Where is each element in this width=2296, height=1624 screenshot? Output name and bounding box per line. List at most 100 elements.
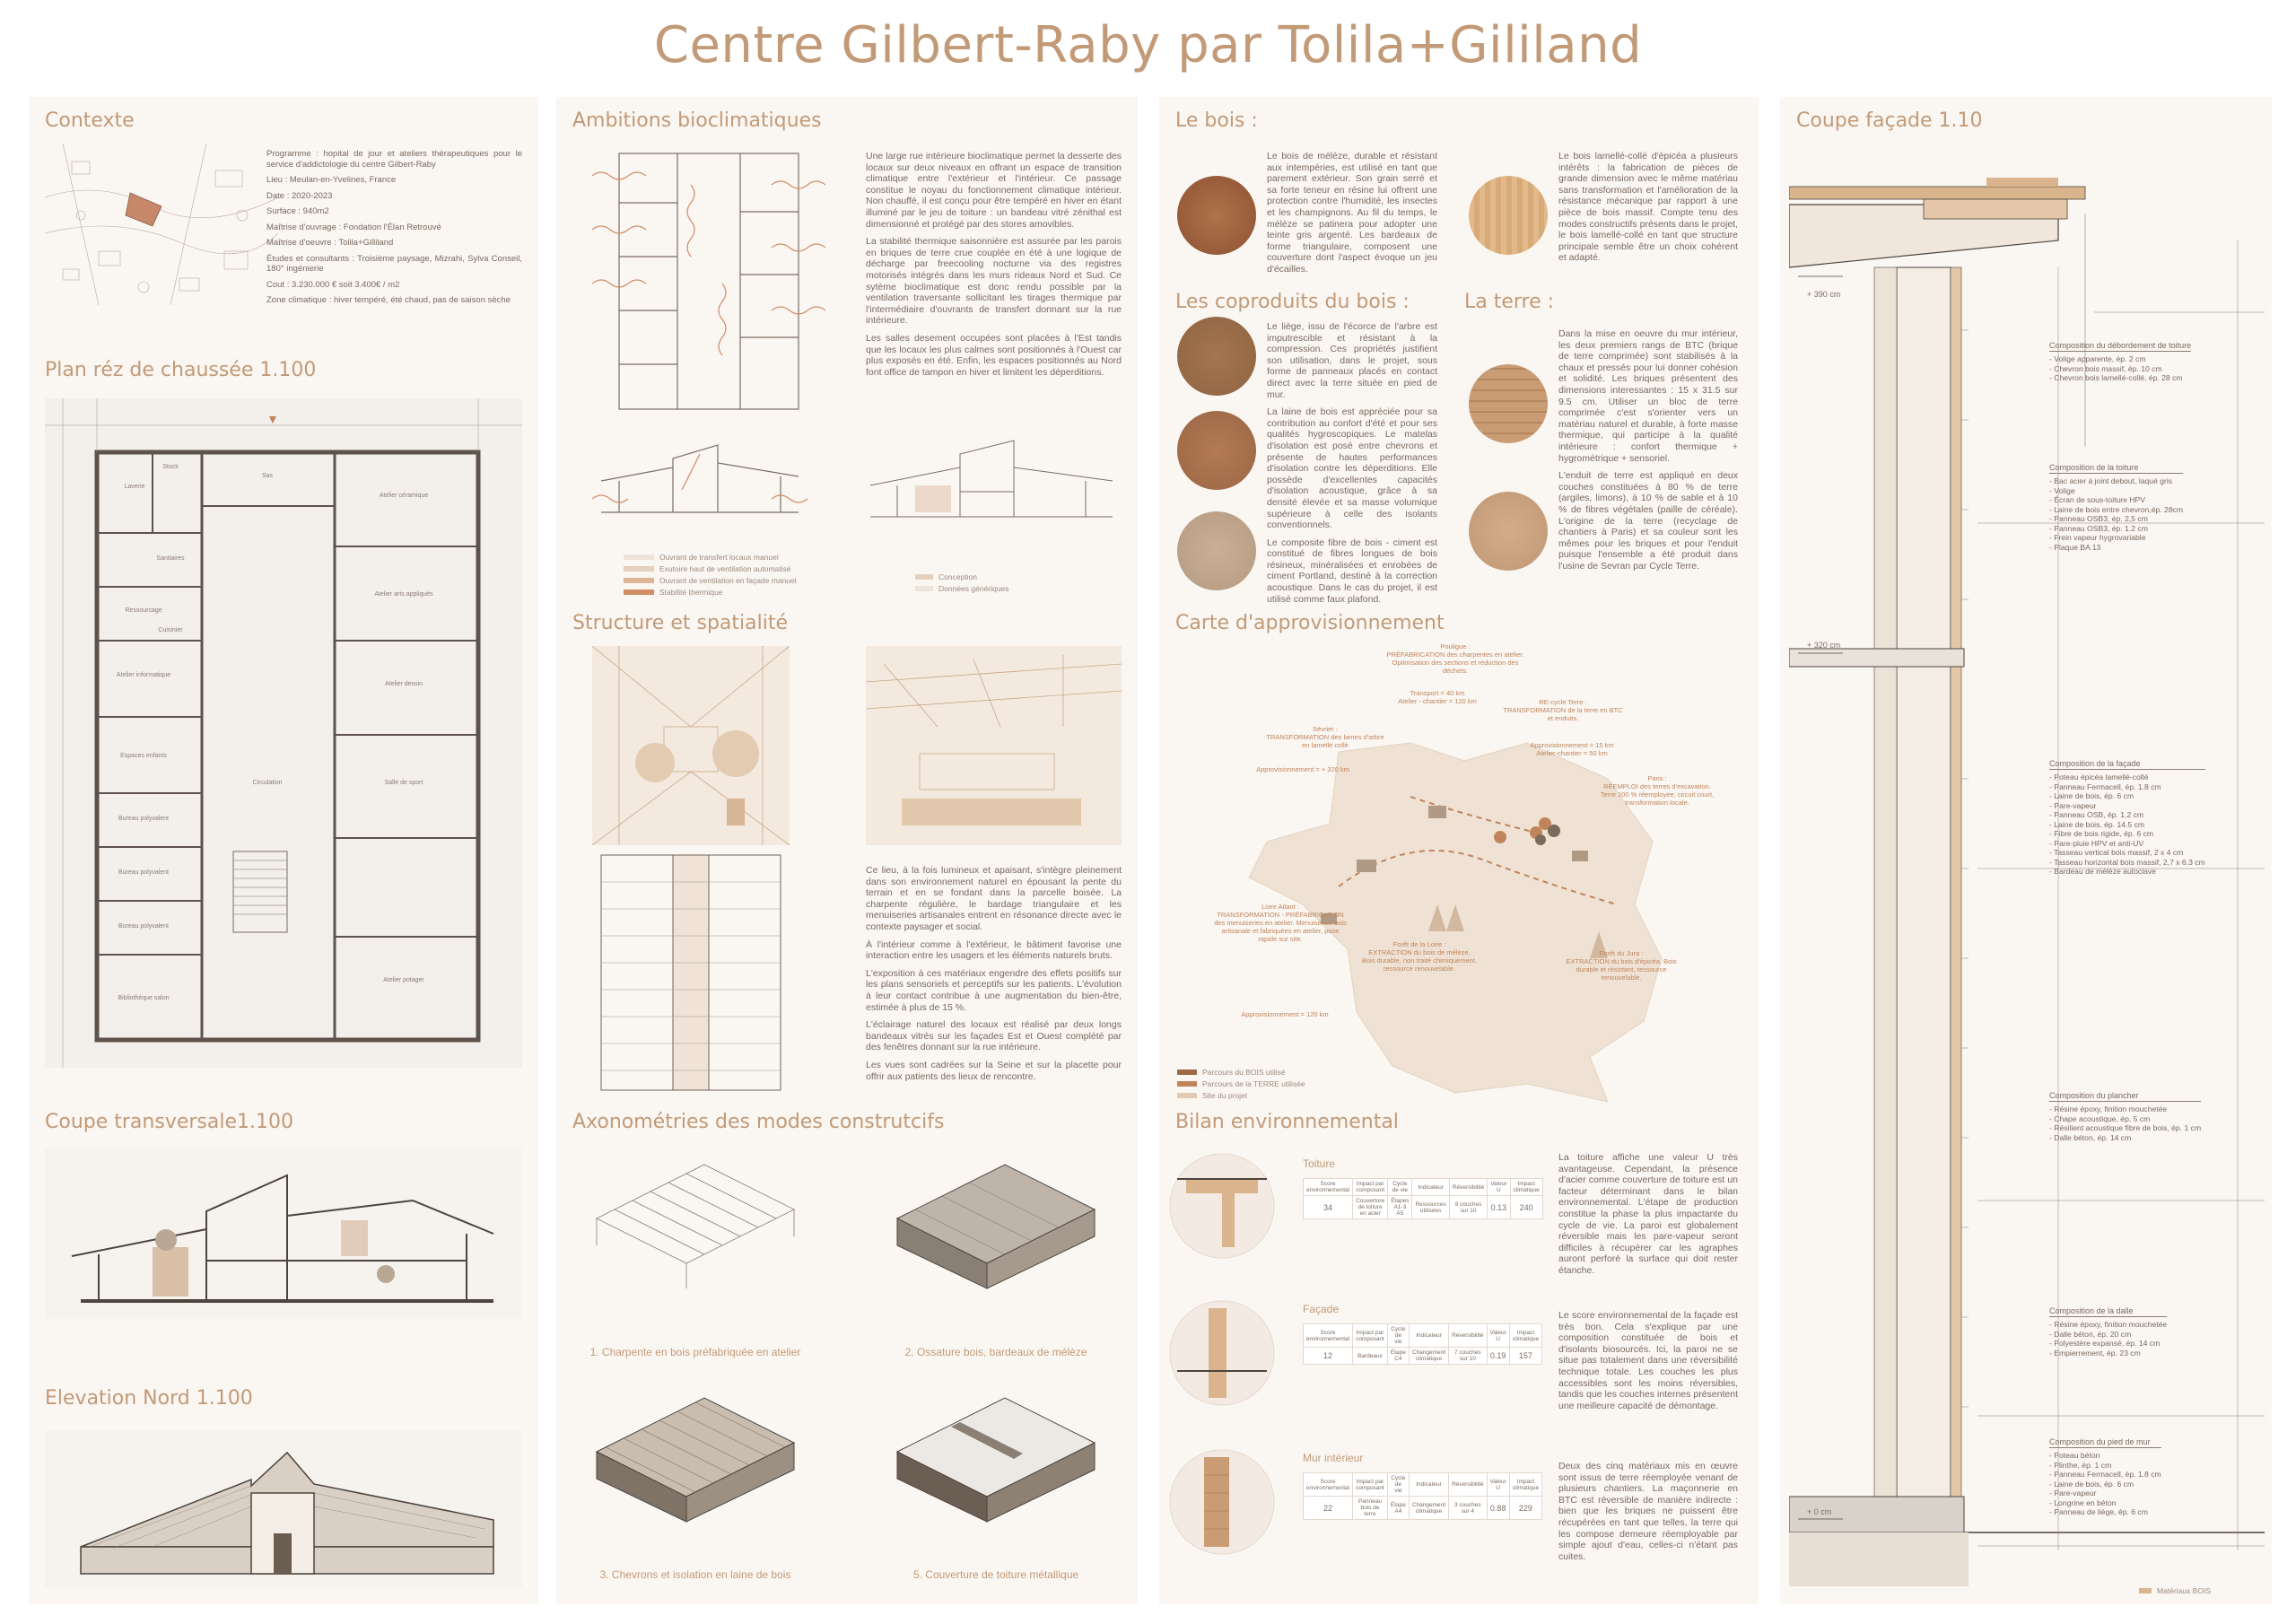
bois-left-text: Le bois de mélèze, durable et résistant … bbox=[1267, 151, 1437, 275]
ambitions-text: Une large rue intérieure bioclimatique p… bbox=[866, 151, 1122, 384]
cell: Étapes A1-3 A5 bbox=[1387, 1195, 1413, 1219]
composition-pied-de-mur: Composition du pied de mur - Poteau béto… bbox=[2049, 1437, 2161, 1517]
composition-item: - Pare-vapeur bbox=[2049, 1489, 2097, 1497]
cell-score: 34 bbox=[1302, 1195, 1354, 1219]
bilan-mur-detail bbox=[1169, 1449, 1275, 1555]
cell-score: 22 bbox=[1302, 1496, 1354, 1520]
th-reversibilite: Réversibilité bbox=[1448, 1178, 1488, 1196]
legend-item: Parcours de la TERRE utilisée bbox=[1177, 1079, 1305, 1088]
composition-item: - Panneau Fermacell, ép. 1.8 cm bbox=[2049, 781, 2161, 791]
bilan-toiture-detail bbox=[1169, 1153, 1275, 1259]
legend-item: Stabilité thermique bbox=[624, 588, 797, 597]
wood-wool-swatch bbox=[1177, 411, 1256, 490]
composition-item: - Laine de bois entre chevron,ép. 28cm bbox=[2049, 504, 2184, 514]
btc-brick-swatch bbox=[1469, 364, 1548, 443]
composition-item: - Plaque BA 13 bbox=[2049, 542, 2101, 552]
bilan-toiture-title: Toiture bbox=[1303, 1157, 1336, 1170]
composition-facade: Composition de la façade - Poteau épicéa… bbox=[2049, 759, 2205, 877]
info-programme: Programme : hopital de jour et ateliers … bbox=[266, 149, 522, 170]
cell: Bardeaux bbox=[1352, 1347, 1388, 1365]
svg-text:Stock: Stock bbox=[162, 464, 179, 470]
coupe-transversale-title: Coupe transversale1.100 bbox=[45, 1111, 293, 1133]
axonometries-title: Axonométries des modes construtcifs bbox=[572, 1111, 945, 1133]
map-label-foret-loire: Forêt de la Loire : EXTRACTION du bois d… bbox=[1362, 940, 1477, 973]
contexte-info: Programme : hopital de jour et ateliers … bbox=[266, 149, 522, 311]
contexte-title: Contexte bbox=[45, 109, 135, 132]
th-impact: Impact par composant bbox=[1352, 1178, 1389, 1196]
composition-item: - Bardeau de mélèze autoclave bbox=[2049, 867, 2156, 876]
composition-item: - Panneau OSB3, ép. 2,5 cm bbox=[2049, 514, 2148, 523]
column-2: Ambitions bioclimatiques Une large rue i… bbox=[556, 97, 1138, 1604]
bilan-mur-text: Deux des cinq matériaux mis en œuvre son… bbox=[1558, 1461, 1738, 1562]
legend-label: Parcours de la TERRE utilisée bbox=[1202, 1079, 1305, 1088]
cell: Changement climatique bbox=[1408, 1496, 1450, 1520]
svg-text:Bureau polyvalent: Bureau polyvalent bbox=[118, 869, 169, 876]
composition-item: - Laine de bois, ép. 6 cm bbox=[2049, 1479, 2134, 1489]
axo-caption-2: 2. Ossature bois, bardeaux de mélèze bbox=[904, 1346, 1087, 1358]
cell: Ressources utilisées bbox=[1411, 1195, 1450, 1219]
terre-p1: Dans la mise en oeuvre du mur intérieur,… bbox=[1558, 328, 1738, 464]
th-impact: Impact par composant bbox=[1352, 1323, 1388, 1348]
svg-text:Sanitaires: Sanitaires bbox=[156, 555, 185, 562]
carte-legend: Parcours du BOIS utilisé Parcours de la … bbox=[1177, 1068, 1305, 1103]
coupe-facade-title: Coupe façade 1.10 bbox=[1796, 109, 1983, 132]
composition-item: - Frein vapeur hygrovariable bbox=[2049, 533, 2146, 542]
axo-2 bbox=[895, 1164, 1096, 1289]
svg-text:Atelier céramique: Atelier céramique bbox=[380, 493, 429, 499]
coproduits-text: Le liège, issu de l'écorce de l'arbre es… bbox=[1267, 321, 1437, 611]
composition-item: - Panneau Fermacell, ép. 1.8 cm bbox=[2049, 1470, 2161, 1479]
larch-shingles-swatch bbox=[1177, 176, 1256, 255]
legend-label: Ouvrant de ventilation en façade manuel bbox=[659, 576, 797, 585]
map-label-appro-1: Approvisionnement = + 320 km bbox=[1256, 765, 1349, 773]
composition-item: - Résilient acoustique fibre de bois, ép… bbox=[2049, 1123, 2202, 1132]
composition-item: - Laine de bois, ép. 14.5 cm bbox=[2049, 819, 2145, 829]
axo-1 bbox=[596, 1164, 795, 1288]
legend-item: Exutoire haut de ventilation automatisé bbox=[624, 564, 797, 573]
info-lieu: Lieu : Meulan-en-Yvelines, France bbox=[266, 175, 397, 185]
svg-text:Espaces enfants: Espaces enfants bbox=[120, 753, 167, 759]
legend-item: Données génériques bbox=[915, 584, 1008, 593]
terre-title: La terre : bbox=[1464, 291, 1555, 313]
axo-4 bbox=[895, 1397, 1096, 1523]
th-impact: Impact par composant bbox=[1352, 1472, 1388, 1497]
composition-item: - Panneau OSB3, ép. 1.2 cm bbox=[2049, 523, 2148, 533]
composition-title: Composition de la dalle bbox=[2049, 1306, 2168, 1317]
svg-text:Atelier dessin: Atelier dessin bbox=[385, 681, 423, 687]
column-1: Contexte Programme : hopital de jour et … bbox=[29, 97, 538, 1604]
info-cout: Cout : 3.230.000 € soit 3.400€ / m2 bbox=[266, 279, 400, 290]
map-label-loire-atlant: Loire Atlant : TRANSFORMATION - PRÉFABRI… bbox=[1214, 903, 1347, 943]
th-indicateur: Indicateur bbox=[1408, 1472, 1450, 1497]
cell-u: 0.13 bbox=[1487, 1195, 1511, 1219]
structure-text: Ce lieu, à la fois lumineux et apaisant,… bbox=[866, 865, 1122, 1088]
bilan-mur-table: Score environnemental Impact par composa… bbox=[1302, 1472, 1543, 1520]
composition-item: - Longrine en béton bbox=[2049, 1497, 2117, 1507]
svg-text:Atelier arts appliqués: Atelier arts appliqués bbox=[374, 591, 433, 598]
ambitions-legend-2: Conception Données génériques bbox=[915, 572, 1008, 596]
legend-label: Données génériques bbox=[938, 584, 1009, 593]
composition-item: - Écran de sous-toiture HPV bbox=[2049, 495, 2145, 504]
composition-item: - Plinthe, ép. 1 cm bbox=[2049, 1460, 2112, 1470]
map-label-appro-3: Approvisionnement = 120 km bbox=[1241, 1010, 1329, 1018]
bilan-facade-title: Façade bbox=[1303, 1303, 1340, 1315]
structure-title: Structure et spatialité bbox=[572, 612, 789, 634]
info-moa: Maîtrise d'ouvrage : Fondation l'Élan Re… bbox=[266, 222, 441, 232]
svg-text:Salle de sport: Salle de sport bbox=[385, 780, 423, 786]
bilan-toiture-text: La toiture affiche une valeur U très ava… bbox=[1558, 1152, 1738, 1276]
legend-item: Conception bbox=[915, 572, 1008, 581]
th-impact-climatique: Impact climatique bbox=[1508, 1472, 1543, 1497]
legend-label: Ouvrant de transfert locaux manuel bbox=[659, 553, 779, 562]
cork-swatch bbox=[1177, 317, 1256, 396]
legend-label: Conception bbox=[938, 572, 978, 581]
structural-grid bbox=[600, 854, 781, 1091]
composition-item: - Polyestère expansé, ép. 14 cm bbox=[2049, 1339, 2161, 1348]
composition-title: Composition de la toiture bbox=[2049, 463, 2184, 474]
bilan-facade-detail bbox=[1169, 1300, 1275, 1406]
cell: 7 couches sur 10 bbox=[1448, 1347, 1488, 1365]
bilan-mur-title: Mur intérieur bbox=[1303, 1452, 1364, 1464]
svg-text:Laverie: Laverie bbox=[125, 484, 145, 490]
th-score: Score environnemental bbox=[1302, 1472, 1354, 1497]
svg-text:Sas: Sas bbox=[262, 473, 274, 479]
level-0: + 0 cm bbox=[1807, 1507, 1832, 1516]
earth-plaster-swatch bbox=[1469, 492, 1548, 571]
info-date: Date : 2020-2023 bbox=[266, 190, 333, 201]
